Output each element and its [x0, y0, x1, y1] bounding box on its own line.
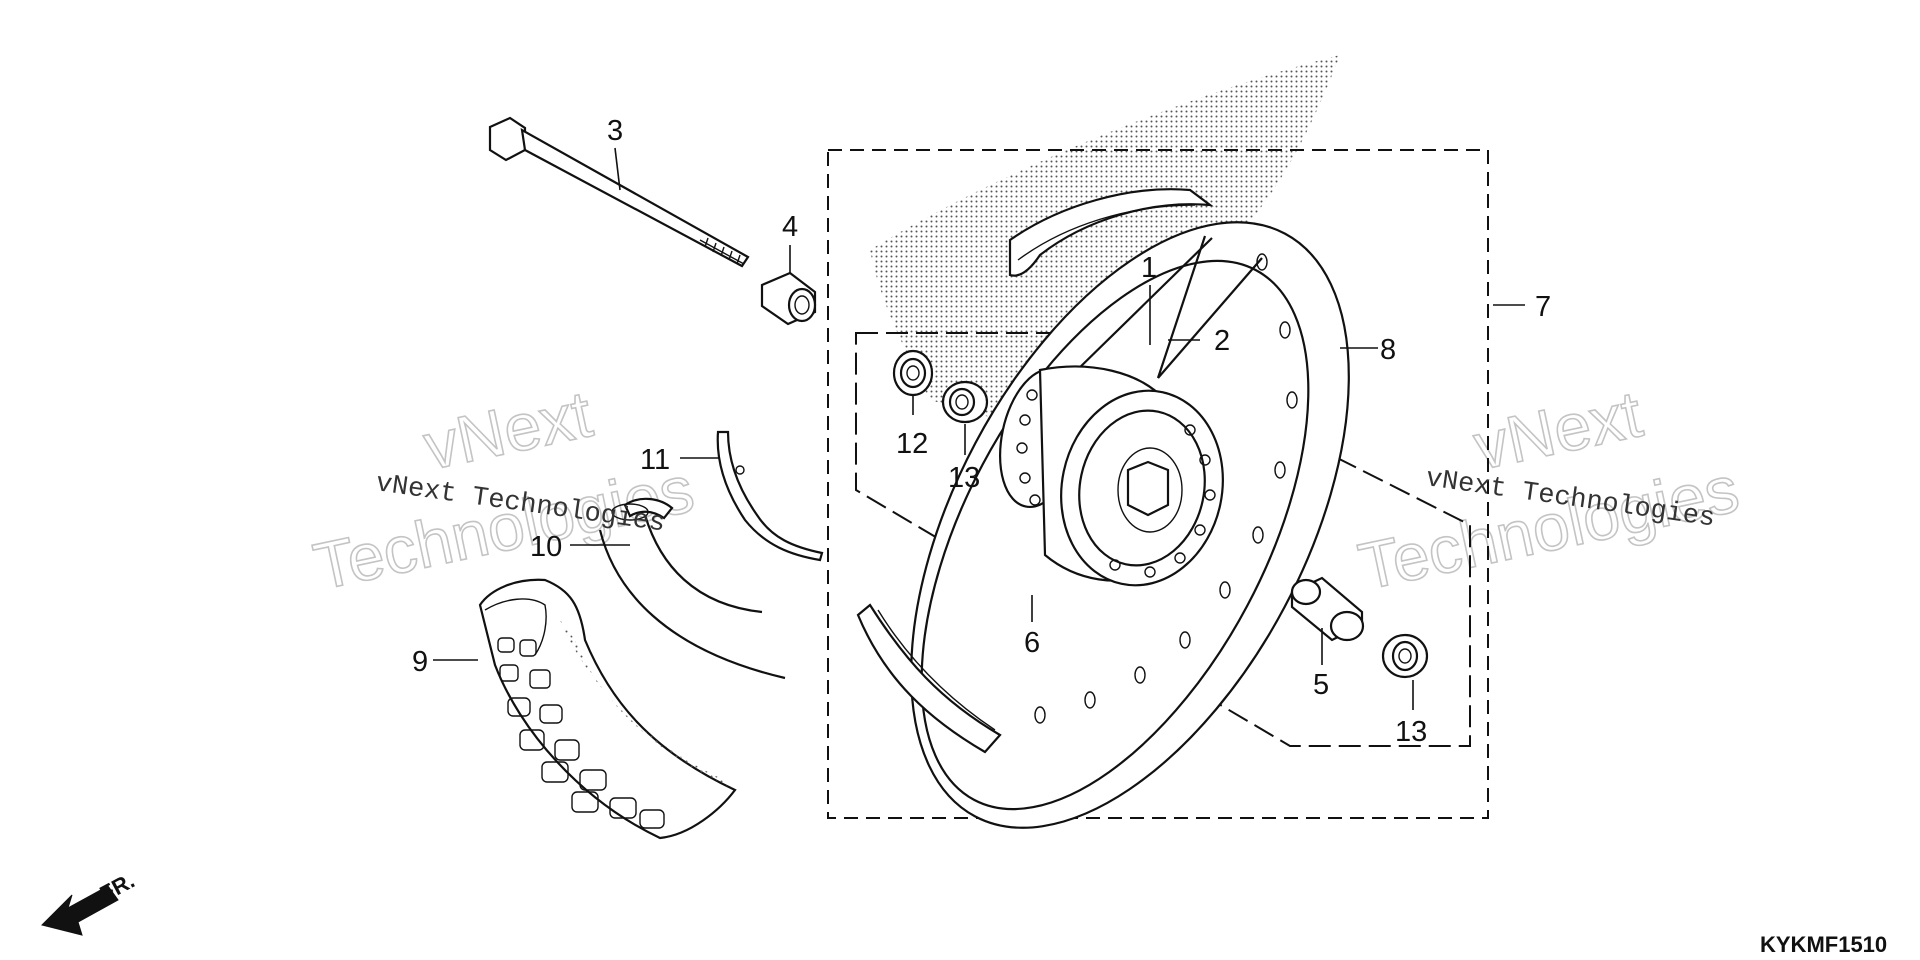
callout-6: 6	[1024, 627, 1040, 659]
callout-8: 8	[1380, 334, 1396, 366]
rim-spoke-holes	[1034, 253, 1298, 724]
callout-5: 5	[1313, 669, 1329, 701]
spokes-1-2	[1071, 235, 1263, 379]
hub-6	[998, 365, 1224, 587]
axle-bolt-3	[488, 116, 750, 268]
drawing-code: KYKMF1510	[1760, 932, 1887, 957]
callout-1: 1	[1141, 252, 1157, 284]
leader-lines	[433, 147, 1525, 710]
callout-3: 3	[607, 115, 623, 147]
hub-flange-holes	[1016, 389, 1216, 578]
tire-tread-blocks	[497, 637, 665, 829]
tube-10	[598, 497, 786, 680]
rim-band-11	[716, 430, 824, 562]
tire-9	[478, 578, 737, 840]
callout-11: 11	[640, 444, 670, 476]
callout-2: 2	[1214, 325, 1230, 357]
callout-9: 9	[412, 646, 428, 678]
dust-seal-12	[892, 349, 934, 397]
rim-band-hole	[735, 465, 745, 475]
callout-13-lower: 13	[1395, 716, 1427, 748]
callout-13-upper: 13	[948, 462, 980, 494]
assembly-box-7	[827, 149, 1489, 819]
watermark-right-line1: vNext	[1468, 376, 1648, 483]
callout-4: 4	[782, 211, 798, 243]
front-arrow-icon	[41, 885, 119, 936]
callout-7: 7	[1535, 291, 1551, 323]
bearing-13-upper	[941, 380, 989, 424]
collar-4	[760, 271, 817, 326]
bearing-13-lower	[1381, 633, 1429, 679]
watermark-left-line1: vNext	[418, 376, 598, 483]
hub-subassembly-box-6	[855, 332, 1471, 747]
callout-10: 10	[530, 531, 562, 563]
distance-collar-5	[1290, 576, 1365, 642]
callout-12: 12	[896, 428, 928, 460]
callouts: 1 2 3 4 5 6 7 8 9 10 11 12 13 13	[412, 115, 1551, 748]
front-direction-arrow: FR.	[41, 868, 139, 936]
